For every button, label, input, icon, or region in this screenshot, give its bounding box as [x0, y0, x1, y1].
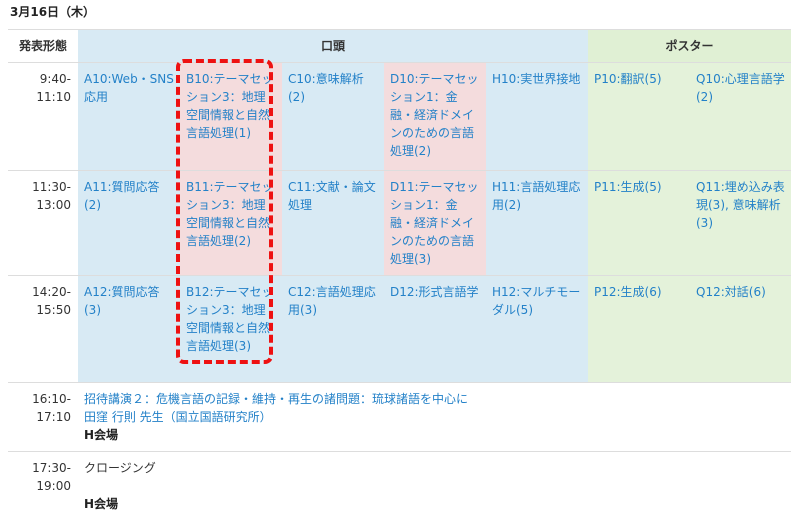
session-link[interactable]: B11:テーマセッション3：地理空間情報と自然言語処理(2) — [186, 180, 274, 248]
session-link[interactable]: A12:質問応答(3) — [84, 285, 160, 317]
session-cell: D12:形式言語学 — [384, 276, 486, 383]
session-link[interactable]: H11:言語処理応用(2) — [492, 180, 580, 212]
session-link[interactable]: A11:質問応答(2) — [84, 180, 160, 212]
session-cell: C12:言語処理応用(3) — [282, 276, 384, 383]
header-row: 発表形態 口頭 ポスター — [8, 30, 791, 63]
session-link[interactable]: C10:意味解析(2) — [288, 72, 364, 104]
invited-talk-row: 16:10- 17:10 招待講演２：危機言語の記録・維持・再生の諸問題：琉球諸… — [8, 383, 791, 452]
session-link[interactable]: P11:生成(5) — [594, 180, 662, 194]
invited-talk-link[interactable]: 招待講演２：危機言語の記録・維持・再生の諸問題：琉球諸語を中心に — [84, 392, 468, 406]
invited-talk-cell: 招待講演２：危機言語の記録・維持・再生の諸問題：琉球諸語を中心に 田窪 行則 先… — [78, 383, 791, 452]
time-start: 11:30- — [14, 178, 71, 196]
time-end: 19:00 — [14, 477, 71, 495]
session-cell: Q10:心理言語学(2) — [690, 63, 791, 171]
session-link[interactable]: D12:形式言語学 — [390, 285, 479, 299]
session-cell: D10:テーマセッション1：金融・経済ドメインのための言語処理(2) — [384, 63, 486, 171]
session-link[interactable]: D10:テーマセッション1：金融・経済ドメインのための言語処理(2) — [390, 72, 479, 158]
closing-row: 17:30- 19:00 クロージング H会場 — [8, 452, 791, 520]
session-link[interactable]: B12:テーマセッション3：地理空間情報と自然言語処理(3) — [186, 285, 274, 353]
session-link[interactable]: P12:生成(6) — [594, 285, 662, 299]
time-start: 17:30- — [14, 459, 71, 477]
header-poster: ポスター — [588, 30, 791, 63]
time-end: 11:10 — [14, 88, 71, 106]
time-cell: 17:30- 19:00 — [8, 452, 78, 520]
venue-label: H会場 — [84, 426, 791, 444]
session-cell: Q12:対話(6) — [690, 276, 791, 383]
closing-label: クロージング — [84, 459, 785, 477]
session-link[interactable]: Q11:埋め込み表現(3), 意味解析(3) — [696, 180, 785, 230]
session-link[interactable]: P10:翻訳(5) — [594, 72, 662, 86]
session-cell: B11:テーマセッション3：地理空間情報と自然言語処理(2) — [180, 171, 282, 276]
date-title: 3月16日（木） — [10, 3, 95, 20]
session-cell: C10:意味解析(2) — [282, 63, 384, 171]
header-type: 発表形態 — [8, 30, 78, 63]
session-cell: P10:翻訳(5) — [588, 63, 690, 171]
header-oral: 口頭 — [78, 30, 588, 63]
invited-speaker-link[interactable]: 田窪 行則 先生（国立国語研究所） — [84, 410, 272, 424]
session-link[interactable]: H10:実世界接地 — [492, 72, 580, 86]
session-link[interactable]: H12:マルチモーダル(5) — [492, 285, 580, 317]
session-cell: B10:テーマセッション3：地理空間情報と自然言語処理(1) — [180, 63, 282, 171]
session-cell: H12:マルチモーダル(5) — [486, 276, 588, 383]
session-cell: Q11:埋め込み表現(3), 意味解析(3) — [690, 171, 791, 276]
time-end: 15:50 — [14, 301, 71, 319]
session-cell: H10:実世界接地 — [486, 63, 588, 171]
session-cell: P12:生成(6) — [588, 276, 690, 383]
session-cell: B12:テーマセッション3：地理空間情報と自然言語処理(3) — [180, 276, 282, 383]
session-cell: C11:文献・論文処理 — [282, 171, 384, 276]
session-link[interactable]: C12:言語処理応用(3) — [288, 285, 376, 317]
session-link[interactable]: B10:テーマセッション3：地理空間情報と自然言語処理(1) — [186, 72, 274, 140]
time-cell: 16:10- 17:10 — [8, 383, 78, 452]
session-link[interactable]: Q12:対話(6) — [696, 285, 766, 299]
time-cell: 11:30-13:00 — [8, 171, 78, 276]
time-start: 9:40- — [14, 70, 71, 88]
time-start: 14:20- — [14, 283, 71, 301]
session-link[interactable]: A10:Web・SNS応用 — [84, 72, 174, 104]
session-cell: A11:質問応答(2) — [78, 171, 180, 276]
session-cell: A10:Web・SNS応用 — [78, 63, 180, 171]
closing-cell: クロージング H会場 — [78, 452, 791, 520]
session-cell: A12:質問応答(3) — [78, 276, 180, 383]
venue-label: H会場 — [84, 495, 785, 513]
session-link[interactable]: Q10:心理言語学(2) — [696, 72, 785, 104]
time-start: 16:10- — [14, 390, 71, 408]
session-cell: H11:言語処理応用(2) — [486, 171, 588, 276]
session-cell: D11:テーマセッション1：金融・経済ドメインのための言語処理(3) — [384, 171, 486, 276]
time-cell: 9:40-11:10 — [8, 63, 78, 171]
session-link[interactable]: D11:テーマセッション1：金融・経済ドメインのための言語処理(3) — [390, 180, 479, 266]
session-cell: P11:生成(5) — [588, 171, 690, 276]
time-end: 17:10 — [14, 408, 71, 426]
time-cell: 14:20-15:50 — [8, 276, 78, 383]
session-link[interactable]: C11:文献・論文処理 — [288, 180, 376, 212]
time-end: 13:00 — [14, 196, 71, 214]
